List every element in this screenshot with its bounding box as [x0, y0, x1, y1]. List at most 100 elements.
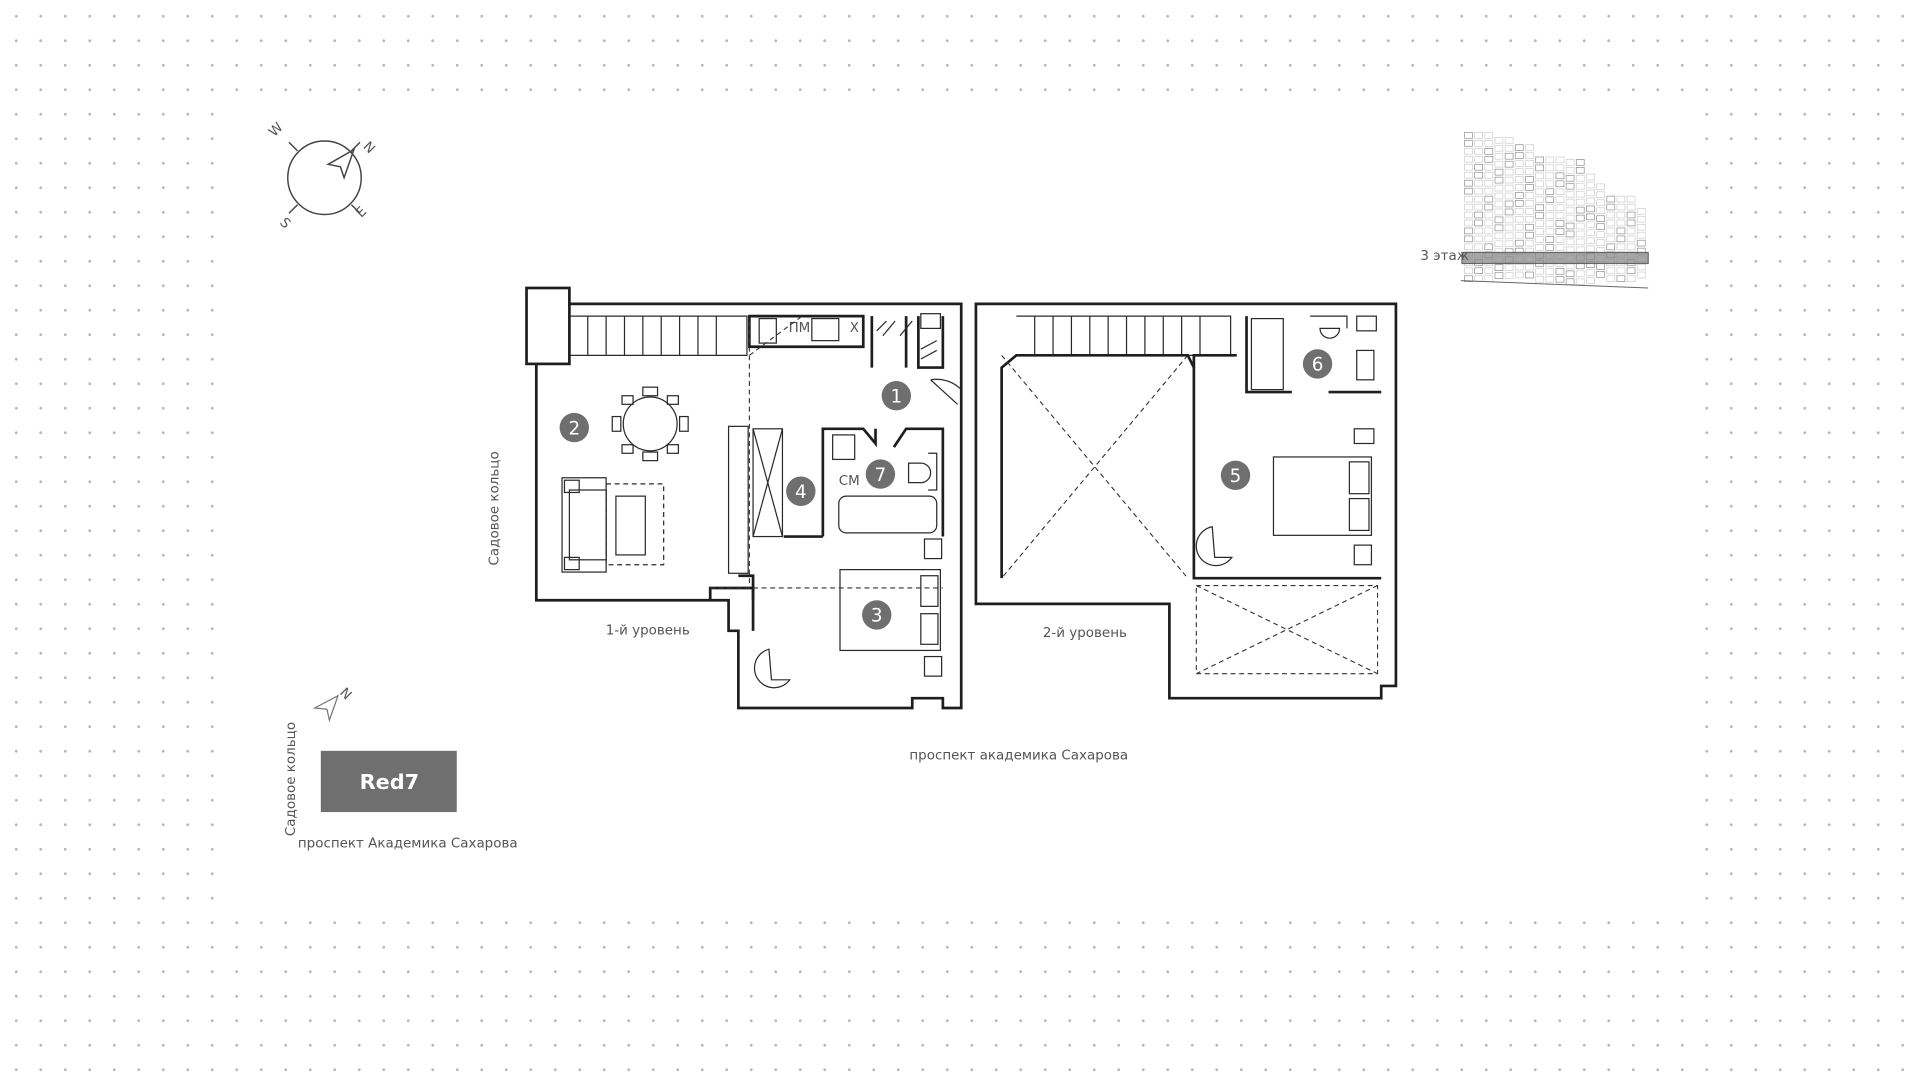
building-window [1575, 214, 1585, 222]
washer-mark: СМ [839, 474, 860, 489]
building-window [1525, 144, 1534, 151]
building-window [1565, 238, 1575, 246]
building-window [1514, 152, 1524, 159]
building-window [1514, 144, 1524, 151]
dishwasher-mark: ПМ [789, 321, 811, 336]
room-marker-6[interactable] [1302, 349, 1333, 379]
building-window [1565, 174, 1575, 182]
building-window [1565, 206, 1575, 214]
building-window [1545, 164, 1555, 172]
building-window [1514, 160, 1524, 167]
building-window [1545, 172, 1555, 180]
building-window [1535, 188, 1544, 196]
building-window [1474, 227, 1483, 235]
building-window [1545, 180, 1555, 188]
building-window [1504, 152, 1514, 160]
building-window [1636, 223, 1646, 231]
building-window [1586, 221, 1595, 229]
building-window [1555, 236, 1565, 243]
building-window [1575, 190, 1585, 198]
building-window [1514, 239, 1524, 247]
building-window [1535, 275, 1544, 283]
level-1-label: 1-й уровень [606, 624, 690, 639]
building-window [1504, 224, 1514, 232]
building-window [1626, 243, 1636, 251]
building-window [1484, 203, 1494, 211]
building-window [1565, 222, 1575, 230]
building-window [1575, 174, 1585, 182]
building-window [1565, 167, 1575, 174]
building-window [1464, 163, 1473, 171]
building-window [1464, 148, 1473, 155]
building-window [1555, 196, 1565, 204]
room-marker-7[interactable] [865, 459, 896, 489]
building-window [1494, 152, 1504, 160]
building-window [1606, 219, 1616, 227]
building-window [1514, 215, 1524, 223]
building-window [1626, 275, 1636, 282]
building-window [1494, 144, 1504, 152]
building-window [1514, 184, 1524, 191]
building-window [1535, 236, 1544, 243]
room-marker-4[interactable] [786, 476, 816, 506]
room-marker-5[interactable] [1220, 460, 1251, 491]
building-window [1636, 263, 1646, 271]
building-window [1494, 184, 1504, 192]
building-window [1494, 192, 1504, 200]
building-window [1484, 235, 1494, 243]
building-window [1525, 160, 1534, 167]
building-window [1504, 264, 1514, 271]
building-window [1575, 159, 1585, 166]
building-window [1596, 271, 1605, 278]
building-window [1474, 179, 1483, 187]
building-window [1575, 238, 1585, 246]
building-window [1535, 244, 1544, 251]
building-badge [320, 750, 457, 813]
level-1-plan: ПМ Х СМ [525, 286, 963, 710]
building-window [1464, 243, 1473, 251]
building-window [1514, 192, 1524, 199]
room-marker-1[interactable] [881, 381, 912, 411]
building-window [1616, 275, 1626, 282]
building-window [1494, 176, 1504, 184]
building-window [1474, 267, 1483, 275]
room-markers [559, 349, 1333, 630]
building-window [1494, 160, 1504, 168]
building-window [1504, 192, 1514, 200]
building-window [1484, 155, 1494, 163]
building-window [1464, 235, 1473, 243]
building-window [1626, 235, 1636, 243]
building-window [1514, 168, 1524, 175]
room-number-3: 3 [871, 606, 883, 627]
building-window [1484, 219, 1494, 227]
building-window [1545, 236, 1555, 243]
compass-e: E [353, 204, 370, 221]
building-window [1575, 270, 1585, 278]
building-window [1525, 239, 1534, 247]
building-window [1596, 231, 1605, 238]
building-window [1484, 163, 1494, 171]
building-window [1535, 268, 1544, 275]
building-window [1494, 200, 1504, 208]
building-window [1555, 244, 1565, 251]
room-number-1: 1 [890, 386, 902, 407]
building-window [1545, 212, 1555, 219]
building-window [1464, 203, 1473, 211]
building-window [1565, 278, 1575, 286]
building-window [1494, 224, 1504, 232]
building-window [1464, 219, 1473, 227]
building-window [1575, 182, 1585, 190]
room-marker-2[interactable] [559, 412, 589, 443]
building-window [1525, 168, 1534, 175]
building-window [1484, 148, 1494, 155]
room-marker-3[interactable] [862, 600, 892, 630]
building-badge-label: Red7 [360, 770, 419, 794]
building-window [1504, 208, 1514, 216]
building-window [1504, 184, 1514, 192]
building-window [1504, 272, 1514, 279]
building-window [1514, 208, 1524, 215]
building-window [1565, 270, 1575, 278]
room-number-2: 2 [568, 418, 580, 439]
building-window [1514, 263, 1524, 271]
building-window [1474, 140, 1483, 147]
